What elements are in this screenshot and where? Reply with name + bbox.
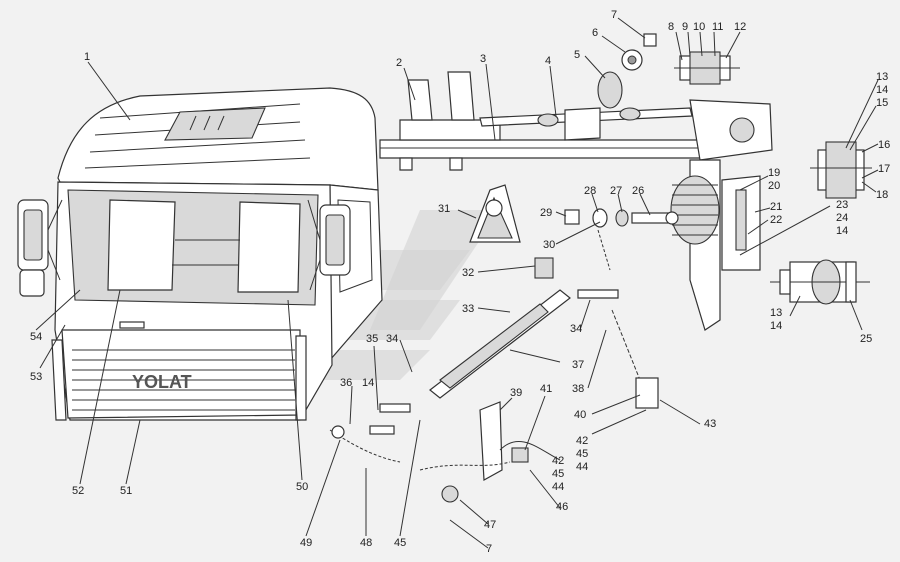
callout-11: 11 xyxy=(712,21,723,33)
callout-26: 26 xyxy=(632,185,644,197)
callout-6: 6 xyxy=(592,27,598,39)
callout-44a: 44 xyxy=(552,481,564,493)
callout-17: 17 xyxy=(878,163,890,175)
callout-54: 54 xyxy=(30,331,42,343)
callout-18: 18 xyxy=(876,189,888,201)
callout-53: 53 xyxy=(30,371,42,383)
callout-3: 3 xyxy=(480,53,486,65)
callout-38: 38 xyxy=(572,383,584,395)
parts-13-18 xyxy=(810,141,872,199)
callout-31: 31 xyxy=(438,203,450,215)
callout-52: 52 xyxy=(72,485,84,497)
tilt-mechanism xyxy=(670,99,773,331)
chain-38 xyxy=(597,229,659,409)
callout-20: 20 xyxy=(768,180,780,192)
callout-45c: 45 xyxy=(394,537,406,549)
callout-34a: 34 xyxy=(386,333,398,345)
callout-47: 47 xyxy=(484,519,496,531)
pins-26-30 xyxy=(564,208,679,228)
callout-27: 27 xyxy=(610,185,622,197)
callout-10: 10 xyxy=(693,21,705,33)
left-mirror xyxy=(17,199,63,297)
callout-7b: 7 xyxy=(486,543,492,555)
callout-2: 2 xyxy=(396,57,402,69)
callout-30: 30 xyxy=(543,239,555,251)
callout-13a: 13 xyxy=(876,71,888,83)
frame-rail xyxy=(379,71,701,171)
callout-19: 19 xyxy=(768,167,780,179)
right-mirror xyxy=(307,199,351,291)
link-32-33-37 xyxy=(429,257,619,399)
callout-46: 46 xyxy=(556,501,568,513)
callout-13b: 13 xyxy=(770,307,782,319)
callout-22: 22 xyxy=(770,214,782,226)
callout-9: 9 xyxy=(682,21,688,33)
callout-16: 16 xyxy=(878,139,890,151)
callout-37: 37 xyxy=(572,359,584,371)
callout-32: 32 xyxy=(462,267,474,279)
callout-48: 48 xyxy=(360,537,372,549)
callout-5: 5 xyxy=(574,49,580,61)
parts-8-12 xyxy=(674,51,740,85)
leader-lines xyxy=(35,17,879,549)
callout-25: 25 xyxy=(860,333,872,345)
callout-14c: 14 xyxy=(770,320,782,332)
callout-14a: 14 xyxy=(876,84,888,96)
cable-48 xyxy=(329,403,511,503)
brand-text: YOLAT xyxy=(132,372,192,392)
callout-1: 1 xyxy=(84,51,90,63)
callout-21: 21 xyxy=(770,201,782,213)
callout-49: 49 xyxy=(300,537,312,549)
callout-50: 50 xyxy=(296,481,308,493)
callout-28: 28 xyxy=(584,185,596,197)
callout-33: 33 xyxy=(462,303,474,315)
callout-8: 8 xyxy=(668,21,674,33)
callout-4: 4 xyxy=(545,55,551,67)
callout-35: 35 xyxy=(366,333,378,345)
callout-36: 36 xyxy=(340,377,352,389)
cab-body: YOLAT xyxy=(17,87,383,421)
callout-51: 51 xyxy=(120,485,132,497)
lever-39 xyxy=(479,401,561,481)
callout-40: 40 xyxy=(574,409,586,421)
callout-45a: 45 xyxy=(552,468,564,480)
bracket-31 xyxy=(469,184,521,243)
callout-24: 24 xyxy=(836,212,848,224)
callout-15: 15 xyxy=(876,97,888,109)
callout-39: 39 xyxy=(510,387,522,399)
callout-41: 41 xyxy=(540,383,552,395)
callout-29: 29 xyxy=(540,207,552,219)
parts-13-25 xyxy=(770,259,870,305)
parts-5-7 xyxy=(597,33,657,109)
callout-12: 12 xyxy=(734,21,746,33)
callout-43: 43 xyxy=(704,418,716,430)
callout-14d: 14 xyxy=(362,377,374,389)
callout-42b: 42 xyxy=(576,435,588,447)
callout-45b: 45 xyxy=(576,448,588,460)
callout-44b: 44 xyxy=(576,461,588,473)
callout-7a: 7 xyxy=(611,9,617,21)
callout-14b: 14 xyxy=(836,225,848,237)
callout-34b: 34 xyxy=(570,323,582,335)
callout-42a: 42 xyxy=(552,455,564,467)
callout-labels: 1 2 3 4 5 6 7 8 9 10 11 12 13 14 15 16 1… xyxy=(30,9,890,555)
callout-23: 23 xyxy=(836,199,848,211)
